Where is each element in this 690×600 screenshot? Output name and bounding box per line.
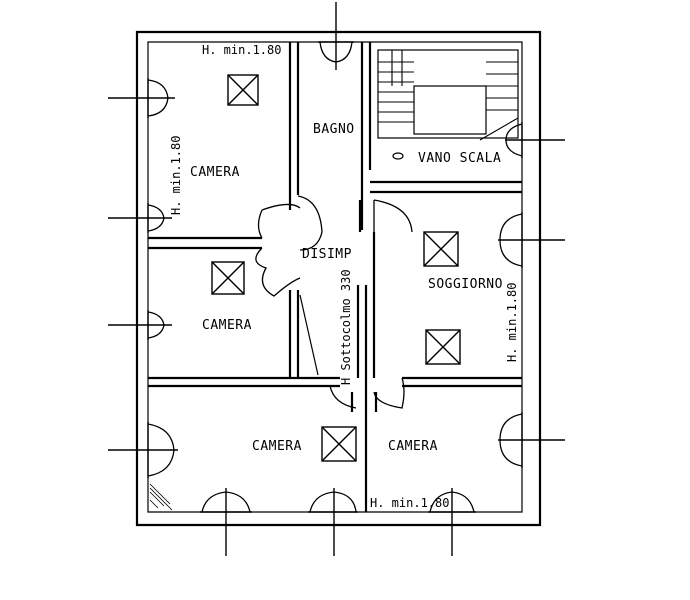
skylight: [423, 231, 459, 267]
window-right-3: [498, 412, 565, 468]
skylight: [211, 261, 245, 295]
staircase: [377, 49, 519, 160]
window-top: [318, 2, 354, 70]
height-annotation-bottom: H. min.1.80: [370, 496, 449, 510]
skylight: [227, 74, 259, 106]
window-bottom-2: [308, 488, 358, 556]
room-label-vano-scala: VANO SCALA: [418, 151, 501, 166]
corner-hatch: [149, 483, 173, 511]
window-bottom-1: [200, 488, 252, 556]
window-right-2: [498, 212, 565, 268]
interior-doors: [255, 195, 413, 412]
height-annotation-top: H. min.1.80: [202, 43, 281, 57]
window-left-4: [108, 422, 178, 478]
room-label-camera-mid-left: CAMERA: [202, 318, 252, 333]
room-label-camera-top-left: CAMERA: [190, 165, 240, 180]
window-left-3: [108, 310, 172, 340]
height-annotation-left-vertical: H. min.1.80: [169, 136, 183, 215]
window-right-1: [505, 122, 565, 158]
window-left-2: [108, 203, 172, 233]
window-bottom-3: [428, 488, 476, 556]
window-left-1: [108, 78, 175, 118]
room-label-disimp: DISIMP: [302, 247, 352, 262]
sottocolmo-annotation: H Sottocolmo 330: [339, 269, 353, 385]
skylight: [321, 426, 357, 462]
room-label-camera-bottom-left: CAMERA: [252, 439, 302, 454]
skylight: [425, 329, 461, 365]
interior-walls: [148, 42, 522, 512]
room-label-soggiorno: SOGGIORNO: [428, 277, 503, 292]
height-annotation-right-vertical: H. min.1.80: [505, 283, 519, 362]
outer-walls: [135, 30, 542, 527]
room-label-bagno: BAGNO: [313, 122, 355, 137]
room-label-camera-bottom-right: CAMERA: [388, 439, 438, 454]
